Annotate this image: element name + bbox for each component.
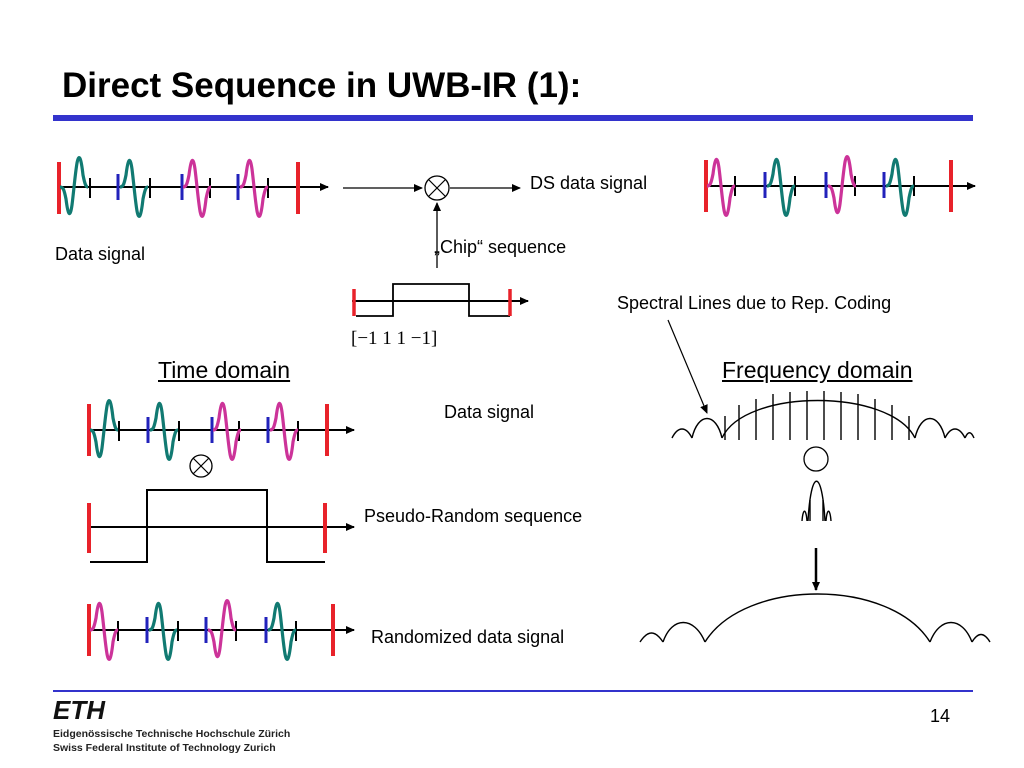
randomized-spectrum — [639, 593, 991, 643]
chip-sequence-waveform — [352, 283, 529, 317]
institution-name-en: Swiss Federal Institute of Technology Zu… — [53, 742, 276, 754]
institution-name-de: Eidgenössische Technische Hochschule Zür… — [53, 728, 291, 740]
eth-logo: ETH — [53, 697, 106, 723]
ds-data-signal-waveform — [704, 155, 976, 217]
spectrum-with-lines — [671, 391, 975, 440]
header-frequency-domain: Frequency domain — [722, 357, 913, 383]
label-ds-data-signal: DS data signal — [530, 173, 648, 193]
eth-logo-text: ETH — [53, 697, 106, 723]
footer-divider — [53, 690, 973, 692]
randomized-data-signal-waveform — [87, 599, 355, 661]
header-time-domain: Time domain — [158, 357, 291, 383]
page-number: 14 — [930, 706, 951, 726]
data-signal-mid-waveform — [87, 399, 355, 461]
convolution-circle — [803, 446, 829, 472]
data-signal-top-waveform — [57, 156, 329, 218]
label-data-signal-mid: Data signal — [444, 402, 535, 422]
slide-title: Direct Sequence in UWB-IR (1): — [62, 66, 582, 105]
label-randomized-data-signal: Randomized data signal — [371, 627, 565, 647]
label-data-signal-top: Data signal — [55, 244, 146, 264]
label-chip-values: [−1 1 1 −1] — [351, 328, 438, 349]
pseudo-random-waveform — [87, 489, 355, 563]
label-spectral-lines: Spectral Lines due to Rep. Coding — [617, 293, 892, 313]
multiplier-icon-mid — [189, 454, 213, 478]
label-chip-sequence: „Chip“ sequence — [434, 237, 567, 257]
pulse-spectrum-narrow — [801, 480, 832, 522]
multiplier-icon-top — [424, 175, 450, 201]
label-pseudo-random: Pseudo-Random sequence — [364, 506, 583, 526]
spectral-lines-pointer — [667, 319, 708, 414]
title-underline-bar — [53, 115, 973, 121]
